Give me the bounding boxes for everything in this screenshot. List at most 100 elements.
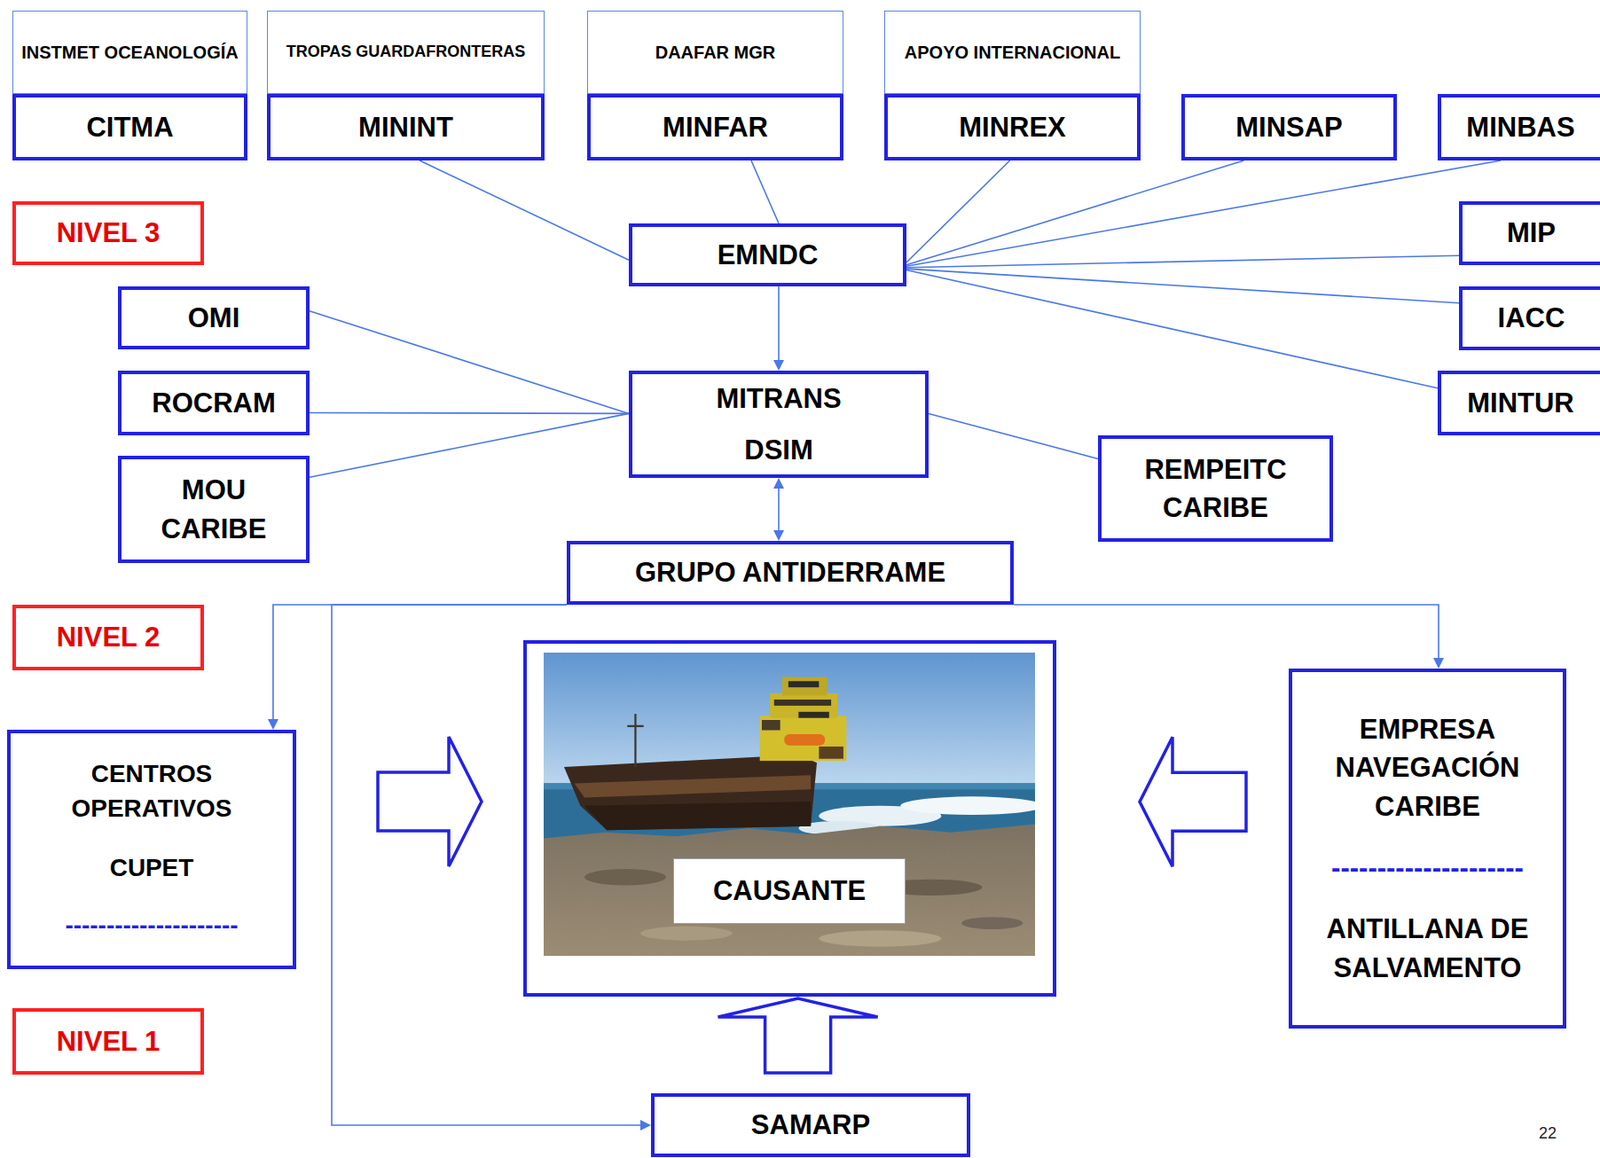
ministry-box: MINFAR: [587, 94, 844, 161]
connector: [906, 160, 1244, 266]
connector: [309, 412, 629, 415]
connector-line: [906, 160, 1501, 267]
node-text: REMPEITC CARIBE: [1122, 450, 1310, 528]
agency-header: DAAFAR MGR: [587, 10, 844, 95]
node-text: ANTILLANA DE SALVAMENTO: [1321, 909, 1535, 988]
node-text: CAUSANTE: [713, 871, 866, 910]
ministry-box: MINREX: [884, 94, 1141, 161]
node-text: EMNDC: [717, 235, 819, 275]
node-text: CENTROS OPERATIVOS: [10, 756, 293, 826]
connector: [309, 413, 629, 478]
ministry-box: MININT: [266, 94, 545, 161]
company-box: EMPRESA NAVEGACIÓN CARIBE ---------------…: [1288, 668, 1567, 1029]
connector: [331, 604, 651, 1131]
node-text: NIVEL 3: [56, 213, 161, 252]
node-text: TROPAS GUARDAFRONTERAS: [286, 41, 526, 63]
connector: [906, 160, 1501, 267]
node-text: ---------------------: [64, 908, 238, 943]
connector-line: [309, 311, 629, 415]
arrowhead: [773, 360, 785, 371]
node-text: MINREX: [958, 108, 1067, 147]
arrowhead: [773, 530, 785, 542]
level-box: NIVEL 3: [12, 201, 204, 266]
rescue-service-box: SAMARP: [650, 1093, 971, 1158]
connector-line: [906, 160, 1244, 266]
authority-box: MITRANS DSIM: [628, 370, 929, 479]
node-text: CITMA: [86, 108, 173, 147]
block-arrow: [718, 998, 879, 1074]
node-text: EMPRESA NAVEGACIÓN CARIBE: [1308, 710, 1548, 826]
agency-header: TROPAS GUARDAFRONTERAS: [266, 10, 545, 95]
node-text: MOU CARIBE: [142, 470, 285, 549]
block-arrow: [377, 737, 482, 867]
connector: [906, 270, 1438, 389]
connector-line: [419, 160, 629, 260]
connector-line: [331, 604, 642, 1126]
node-text: APOYO INTERNACIONAL: [904, 40, 1121, 64]
ministry-box: MINSAP: [1181, 94, 1397, 161]
organization-box: OMI: [117, 286, 310, 350]
arrowhead: [267, 719, 279, 730]
connector-line: [906, 270, 1438, 389]
photo-scene: [543, 652, 1036, 957]
connector: [773, 286, 785, 371]
arrowhead: [1433, 658, 1444, 669]
node-text: ROCRAM: [151, 384, 276, 423]
node-text: IACC: [1498, 298, 1566, 338]
page-number: 22: [1538, 1124, 1557, 1144]
node-text: NIVEL 1: [56, 1022, 161, 1061]
connector: [419, 160, 629, 260]
connector-line: [1013, 604, 1439, 659]
connector: [377, 737, 482, 867]
connector: [1139, 737, 1247, 867]
agency-header: APOYO INTERNACIONAL: [884, 10, 1141, 95]
level-box: NIVEL 2: [12, 604, 204, 671]
cause-label-box: CAUSANTE: [673, 858, 906, 925]
ministry-box: IACC: [1458, 286, 1600, 351]
connector: [906, 160, 1011, 263]
connector-line: [906, 160, 1011, 263]
node-text: GRUPO ANTIDERRAME: [635, 553, 946, 592]
node-text: DSIM: [744, 431, 814, 470]
node-text: ---------------------: [1331, 848, 1524, 887]
node-text: NIVEL 2: [56, 618, 161, 657]
connector-line: [777, 286, 780, 361]
photo-frame: CAUSANTE: [523, 640, 1057, 997]
block-arrow: [1139, 737, 1247, 867]
node-text: MINSAP: [1235, 108, 1343, 147]
organization-box: REMPEITC CARIBE: [1098, 435, 1334, 542]
connector-line: [309, 413, 629, 478]
connector: [309, 311, 629, 415]
agency-header: INSTMET OCEANOLOGÍA: [12, 10, 248, 95]
arrowhead: [640, 1120, 651, 1131]
arrowhead: [773, 478, 785, 489]
node-text: CUPET: [109, 850, 195, 886]
connector-line: [906, 255, 1459, 268]
command-box: EMNDC: [628, 223, 907, 287]
connector-line: [906, 268, 1459, 304]
connector: [751, 160, 779, 224]
ministry-box: MIP: [1458, 201, 1600, 266]
operations-center-box: CENTROS OPERATIVOS CUPET -----------------…: [7, 729, 297, 970]
node-text: MIP: [1506, 213, 1556, 252]
response-group-box: GRUPO ANTIDERRAME: [566, 541, 1014, 605]
connector-line: [928, 413, 1099, 459]
node-text: MITRANS: [715, 379, 841, 418]
connector: [1013, 604, 1444, 669]
organization-box: ROCRAM: [117, 370, 310, 436]
node-text: MINBAS: [1466, 108, 1575, 147]
node-text: MININT: [358, 108, 454, 147]
ministry-box: MINBAS: [1437, 94, 1600, 161]
node-text: INSTMET OCEANOLOGÍA: [21, 40, 238, 64]
node-text: OMI: [188, 298, 241, 338]
node-text: SAMARP: [751, 1105, 871, 1145]
connector: [928, 413, 1099, 459]
ministry-box: CITMA: [12, 94, 248, 161]
node-text: MINTUR: [1466, 384, 1575, 423]
connector-line: [751, 160, 779, 224]
connector-line: [777, 487, 780, 532]
connector: [906, 268, 1459, 304]
organization-box: MOU CARIBE: [117, 455, 310, 564]
node-text: MINFAR: [662, 108, 769, 147]
connector: [773, 478, 785, 542]
